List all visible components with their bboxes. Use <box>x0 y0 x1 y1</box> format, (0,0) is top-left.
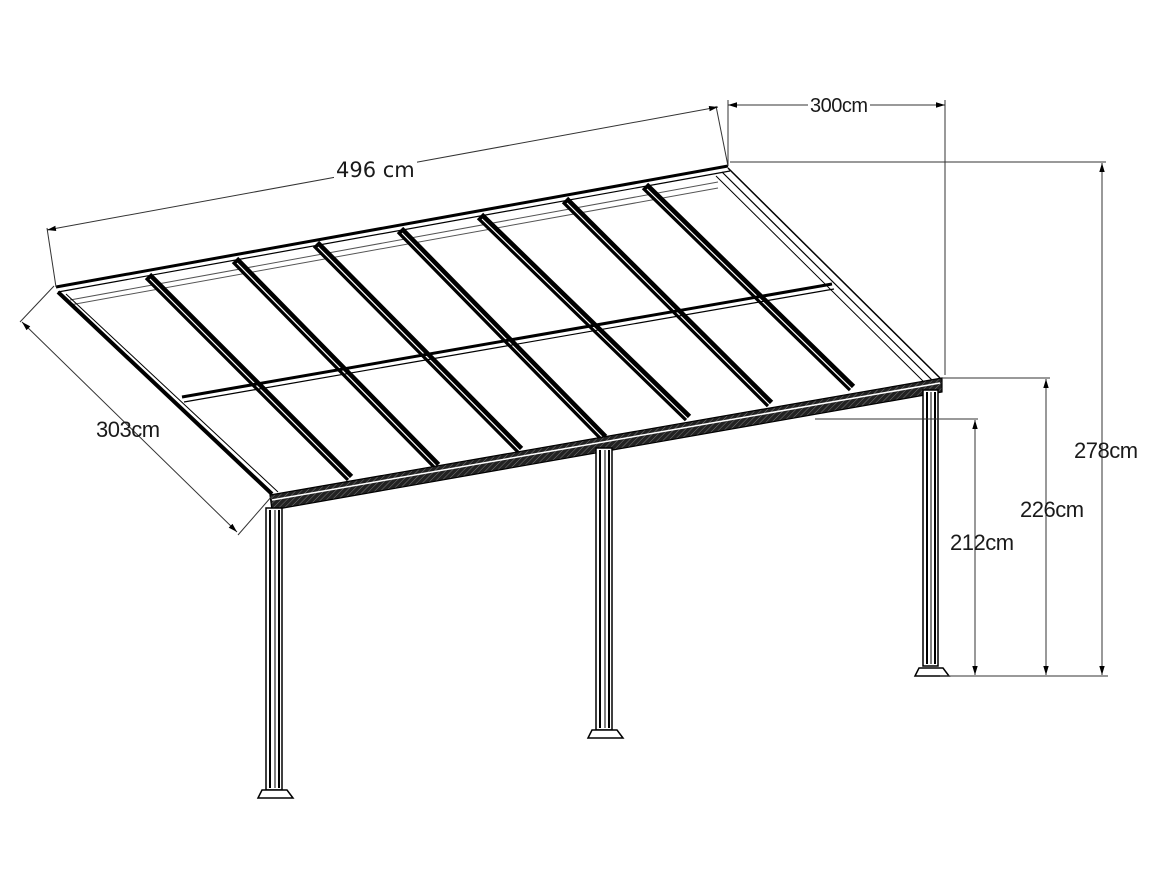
left-edge-rafter <box>56 290 279 496</box>
posts <box>256 389 951 799</box>
dim-projection-label: 300cm <box>808 94 870 118</box>
dim-width-label: 496 cm <box>334 158 417 182</box>
right-edge-rafter <box>715 167 941 387</box>
post-middle <box>586 447 625 739</box>
dim-rafter-length-label: 303cm <box>96 417 160 442</box>
dim-front-beam-height-label: 226cm <box>1020 497 1084 522</box>
rafters <box>144 182 856 482</box>
roof <box>55 164 943 511</box>
dim-clearance-height-label: 212cm <box>950 530 1014 555</box>
post-right <box>913 389 951 677</box>
dim-wall-height-label: 278cm <box>1074 438 1138 463</box>
cross-bar <box>181 282 835 403</box>
front-beam <box>269 377 943 511</box>
dimension-lines <box>19 100 1108 677</box>
post-left <box>256 507 295 799</box>
